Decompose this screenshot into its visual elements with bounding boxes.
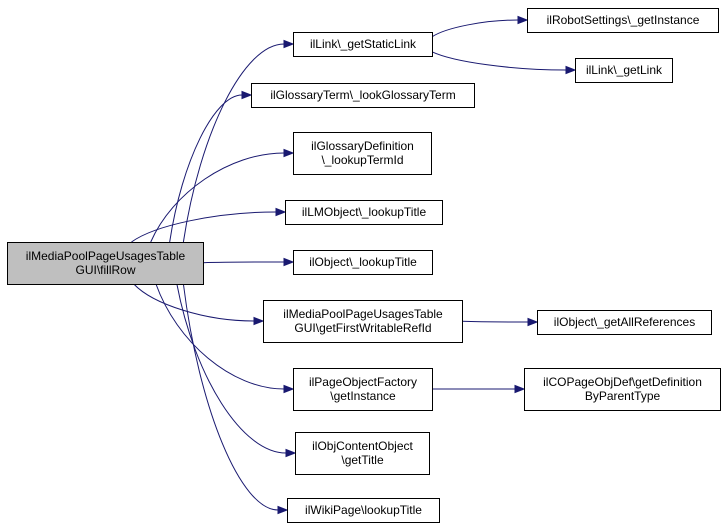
- node-label: ByParentType: [585, 389, 661, 403]
- node-label: ilPageObjectFactory: [309, 375, 417, 389]
- node-pof-get-instance[interactable]: ilPageObjectFactory\getInstance: [293, 368, 433, 411]
- edge-root-to-get-first-writable-ref-id: [133, 283, 255, 322]
- node-label: \getInstance: [330, 389, 396, 403]
- node-label: ilMediaPoolPageUsagesTable: [26, 249, 186, 263]
- edge-root-to-lookup-term-id: [150, 152, 285, 243]
- edge-root-to-get-title: [176, 283, 287, 454]
- node-box[interactable]: [537, 310, 712, 335]
- arrowhead-icon: [285, 448, 297, 458]
- node-robot-get-instance[interactable]: ilRobotSettings\_getInstance: [527, 8, 719, 33]
- arrowhead-icon: [283, 39, 295, 49]
- node-box[interactable]: [263, 300, 463, 343]
- node-label: ilObjContentObject: [312, 439, 413, 453]
- node-box[interactable]: [575, 58, 673, 83]
- node-label: ilGlossaryDefinition: [311, 139, 414, 153]
- node-box[interactable]: [7, 242, 204, 285]
- node-label: \getTitle: [341, 453, 384, 467]
- edge-root-to-lm-lookup-title: [131, 211, 277, 243]
- node-box[interactable]: [293, 32, 433, 57]
- call-edges: [131, 15, 577, 515]
- node-box[interactable]: [293, 250, 433, 275]
- node-box[interactable]: [527, 8, 719, 33]
- edge-get-static-link-to-get-link: [431, 51, 567, 71]
- node-get-static-link[interactable]: ilLink\_getStaticLink: [293, 32, 433, 57]
- node-label: ilGlossaryTerm\_lookGlossaryTerm: [270, 88, 455, 102]
- edge-get-static-link-to-robot-get-instance: [431, 19, 519, 38]
- arrowhead-icon: [283, 384, 295, 394]
- edge-root-to-wiki-lookup-title: [182, 283, 279, 511]
- node-box[interactable]: [524, 368, 721, 411]
- node-box[interactable]: [285, 200, 443, 225]
- node-label: ilLink\_getLink: [586, 63, 663, 77]
- node-box[interactable]: [293, 132, 432, 175]
- node-label: ilWikiPage\lookupTitle: [305, 503, 422, 517]
- arrowhead-icon: [277, 505, 289, 515]
- node-lm-lookup-title[interactable]: ilLMObject\_lookupTitle: [285, 200, 443, 225]
- node-get-link[interactable]: ilLink\_getLink: [575, 58, 673, 83]
- node-label: \_lookupTermId: [321, 153, 403, 167]
- node-box[interactable]: [287, 498, 440, 523]
- arrowhead-icon: [253, 316, 265, 326]
- node-label: ilMediaPoolPageUsagesTable: [283, 307, 443, 321]
- node-label: ilLink\_getStaticLink: [310, 37, 417, 51]
- node-label: ilObject\_lookupTitle: [309, 255, 417, 269]
- node-get-title[interactable]: ilObjContentObject\getTitle: [295, 432, 430, 475]
- node-lookup-term-id[interactable]: ilGlossaryDefinition\_lookupTermId: [293, 132, 432, 175]
- node-get-first-writable-ref-id[interactable]: ilMediaPoolPageUsagesTableGUI\getFirstWr…: [263, 300, 463, 343]
- node-box[interactable]: [293, 368, 433, 411]
- node-label: GUI\getFirstWritableRefId: [294, 321, 431, 335]
- node-label: ilRobotSettings\_getInstance: [547, 13, 700, 27]
- arrowhead-icon: [517, 15, 529, 25]
- node-box[interactable]: [295, 432, 430, 475]
- edge-root-to-pof-get-instance: [155, 283, 285, 390]
- call-nodes: ilMediaPoolPageUsagesTableGUI\fillRowilL…: [7, 8, 721, 523]
- edge-get-first-writable-ref-id-to-get-all-references: [461, 320, 529, 323]
- node-label: ilCOPageObjDef\getDefinition: [543, 375, 702, 389]
- node-label: GUI\fillRow: [75, 263, 135, 277]
- arrowhead-icon: [514, 384, 526, 394]
- edge-root-to-look-glossary-term: [169, 94, 243, 243]
- node-box[interactable]: [251, 83, 475, 108]
- node-obj-lookup-title[interactable]: ilObject\_lookupTitle: [293, 250, 433, 275]
- arrowhead-icon: [283, 148, 295, 158]
- arrowhead-icon: [241, 90, 253, 100]
- arrowhead-icon: [527, 317, 539, 327]
- edge-root-to-obj-lookup-title: [202, 261, 285, 264]
- arrowhead-icon: [275, 207, 287, 217]
- node-label: ilLMObject\_lookupTitle: [302, 205, 427, 219]
- arrowhead-icon: [565, 65, 577, 75]
- node-look-glossary-term[interactable]: ilGlossaryTerm\_lookGlossaryTerm: [251, 83, 475, 108]
- arrowhead-icon: [283, 257, 295, 267]
- node-wiki-lookup-title[interactable]: ilWikiPage\lookupTitle: [287, 498, 440, 523]
- node-label: ilObject\_getAllReferences: [554, 315, 695, 329]
- node-get-all-references[interactable]: ilObject\_getAllReferences: [537, 310, 712, 335]
